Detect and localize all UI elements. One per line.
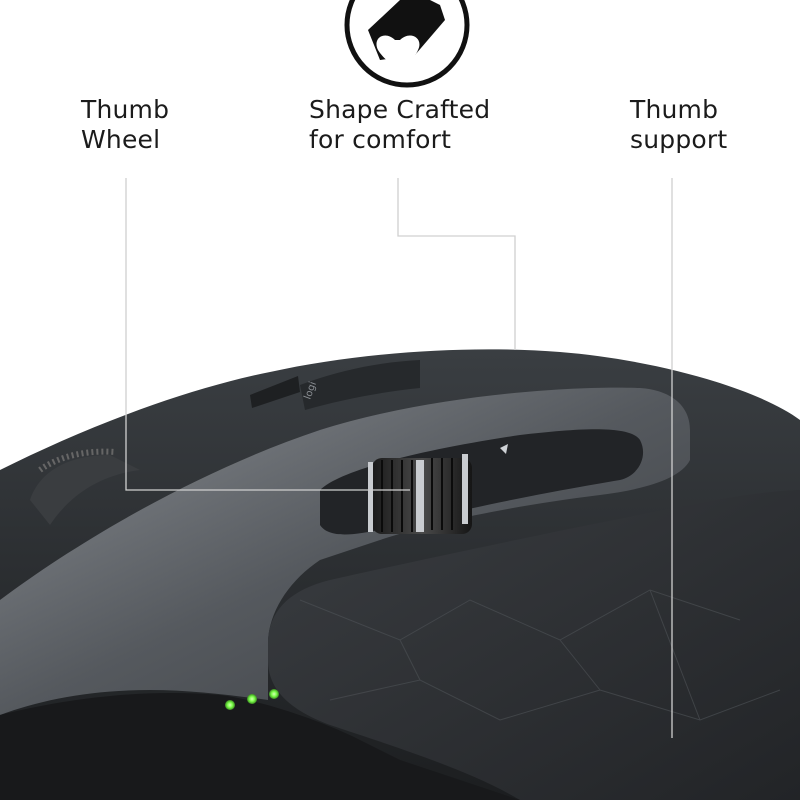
arrow-marker (500, 444, 508, 454)
callout-line-thumb-wheel (125, 178, 410, 491)
callout-shape: Shape Crafted for comfort (309, 95, 490, 155)
status-led (247, 694, 257, 704)
status-led (225, 700, 235, 710)
callout-thumb-support-line-2: support (630, 125, 728, 154)
callout-line-shape (397, 178, 516, 350)
callout-thumb-wheel-line-1: Thumb (81, 95, 170, 124)
callout-thumb-wheel-line-2: Wheel (81, 125, 161, 154)
callout-thumb-support-line-1: Thumb (630, 95, 719, 124)
thumb-wheel (368, 454, 472, 534)
callout-thumb-support: Thumb support (630, 95, 727, 155)
status-leds (225, 689, 279, 710)
callout-shape-line-2: for comfort (309, 125, 452, 154)
callout-lines (125, 178, 673, 738)
callout-thumb-wheel: Thumb Wheel (81, 95, 169, 155)
badge (344, 0, 470, 88)
heart-hand-icon (368, 0, 445, 70)
callout-shape-line-1: Shape Crafted (309, 95, 491, 124)
status-led (269, 689, 279, 699)
mouse-illustration: logi (0, 349, 800, 800)
